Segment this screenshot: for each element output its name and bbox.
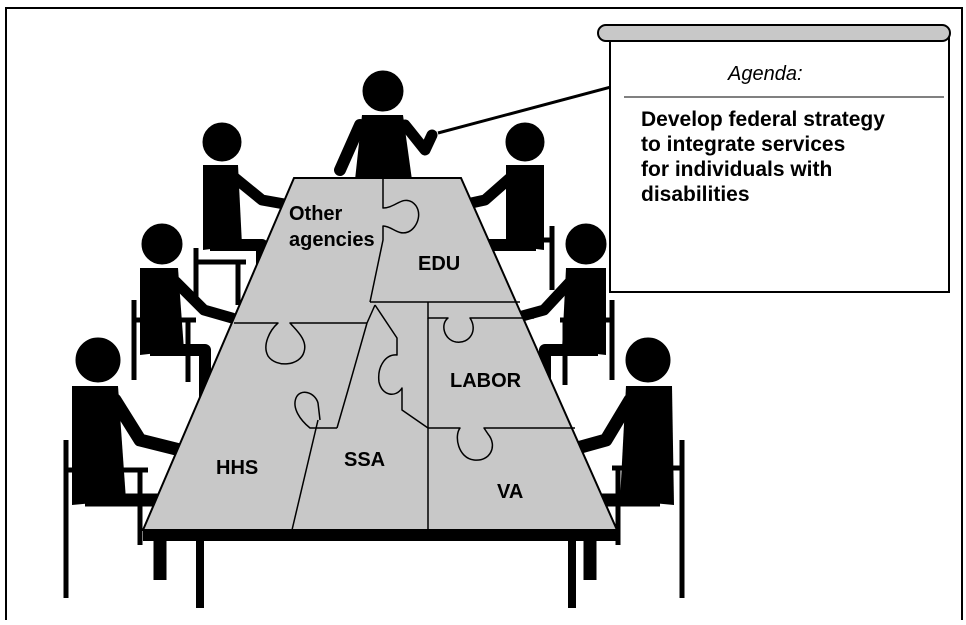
frame-border — [5, 7, 963, 620]
table-legs — [196, 530, 576, 608]
piece-label-va: VA — [497, 481, 523, 503]
board-title: Agenda: — [727, 63, 803, 85]
person-left-1 — [202, 122, 296, 300]
agenda-board: Agenda: Develop federal strategy to inte… — [437, 24, 951, 293]
piece-label-edu: EDU — [418, 253, 460, 275]
piece-label-labor: LABOR — [450, 370, 522, 392]
board-line-4: disabilities — [641, 183, 750, 206]
person-right-1 — [456, 122, 545, 300]
piece-label-hhs: HHS — [216, 457, 258, 479]
conference-table: Other agencies EDU LABOR HHS SSA VA — [141, 177, 619, 608]
presenter-figure — [334, 70, 438, 180]
board-roll — [597, 24, 951, 42]
piece-label-other: Other agencies — [289, 203, 375, 251]
person-left-3 — [72, 337, 187, 580]
table-top — [141, 177, 619, 531]
board-body: Develop federal strategy to integrate se… — [641, 108, 891, 206]
board-line-1: Develop federal strategy — [641, 108, 885, 131]
board-line-3: for individuals with — [641, 158, 832, 181]
puzzle-piece-labels: Other agencies EDU LABOR HHS SSA VA — [216, 203, 523, 503]
board-sheet — [609, 33, 950, 293]
piece-label-other-line2: agencies — [289, 229, 375, 251]
puzzle-seams — [234, 178, 575, 531]
piece-label-ssa: SSA — [344, 449, 385, 471]
board-line-2: to integrate services — [641, 133, 845, 156]
table-front-edge — [143, 530, 617, 541]
piece-label-other-line1: Other — [289, 203, 343, 225]
person-right-2 — [509, 223, 607, 402]
